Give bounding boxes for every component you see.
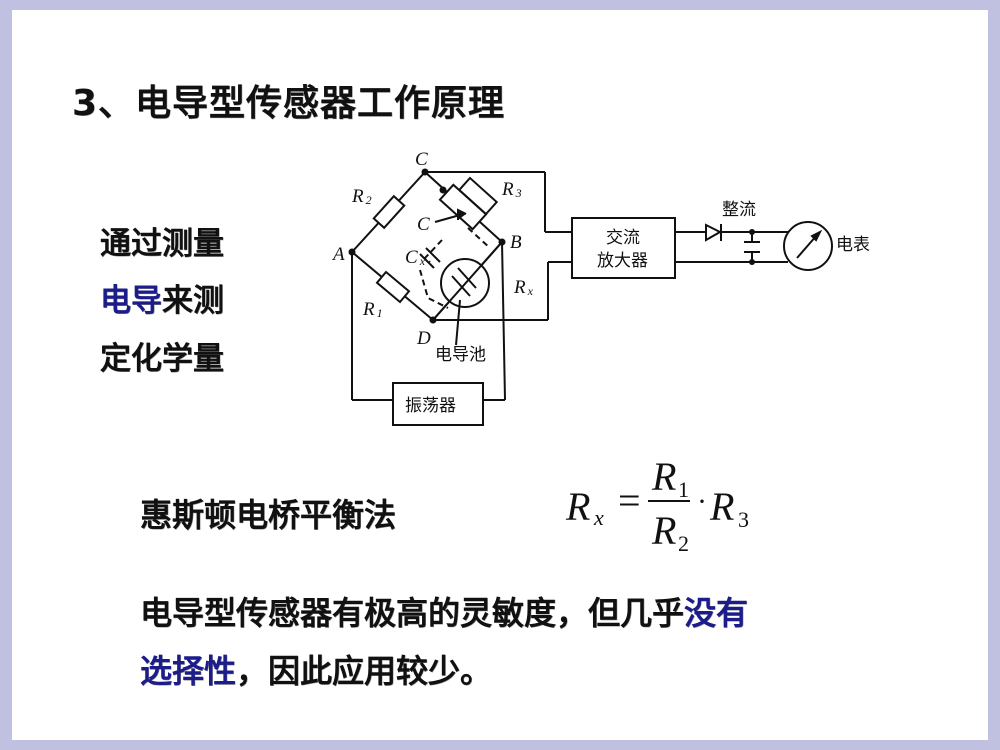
rectifier-label: 整流 (722, 200, 756, 220)
node-c-label: C (415, 149, 428, 170)
slide-canvas (12, 10, 988, 740)
conclusion-line-2: 选择性，因此应用较少。 (140, 646, 492, 692)
meter-label: 电表 (836, 235, 870, 255)
fraction-bar (648, 500, 690, 502)
oscillator-label: 振荡器 (405, 396, 456, 416)
formula-denominator: R (652, 508, 677, 553)
node-b-label: B (510, 232, 522, 253)
highlight-no: 没有 (684, 594, 749, 632)
node-a-label: A (331, 244, 345, 265)
variable-capacitor-label: C (417, 214, 430, 235)
node-d-label: D (416, 328, 431, 349)
formula-rhs: R (710, 484, 735, 529)
formula-numerator: R (652, 454, 677, 499)
formula-dot: · (697, 485, 707, 518)
conductance-cell-label: 电导池 (435, 345, 486, 365)
conclusion-line-1: 电导型传感器有极高的灵敏度，但几乎没有 (140, 588, 748, 634)
formula-lhs: R (566, 484, 591, 529)
side-text-line-2-rest: 来测 (162, 283, 224, 319)
amplifier-label-line-2: 放大器 (597, 251, 648, 271)
formula-numerator-sub: 1 (678, 477, 689, 502)
method-label: 惠斯顿电桥平衡法 (140, 496, 397, 534)
formula-equals: = (618, 478, 641, 523)
side-text-line-1: 通过测量 (100, 226, 224, 262)
formula-rhs-sub: 3 (738, 507, 749, 532)
highlight-selectivity: 选择性 (140, 652, 237, 690)
side-text-line-3: 定化学量 (100, 341, 224, 377)
formula-denominator-sub: 2 (678, 531, 689, 556)
conclusion-line-2-text: ，因此应用较少。 (236, 652, 493, 690)
bridge-nodes (348, 168, 755, 324)
formula-lhs-sub: x (594, 505, 604, 530)
amplifier-label-line-1: 交流 (606, 228, 640, 248)
bridge-balance-formula: R x = R 1 R 2 · R 3 (560, 454, 780, 565)
side-text-line-2: 电导来测 (100, 275, 224, 320)
slide-title: 3、电导型传感器工作原理 (72, 83, 506, 124)
highlight-conductance: 电导 (100, 283, 162, 319)
conclusion-line-1-text: 电导型传感器有极高的灵敏度，但几乎 (140, 594, 685, 632)
